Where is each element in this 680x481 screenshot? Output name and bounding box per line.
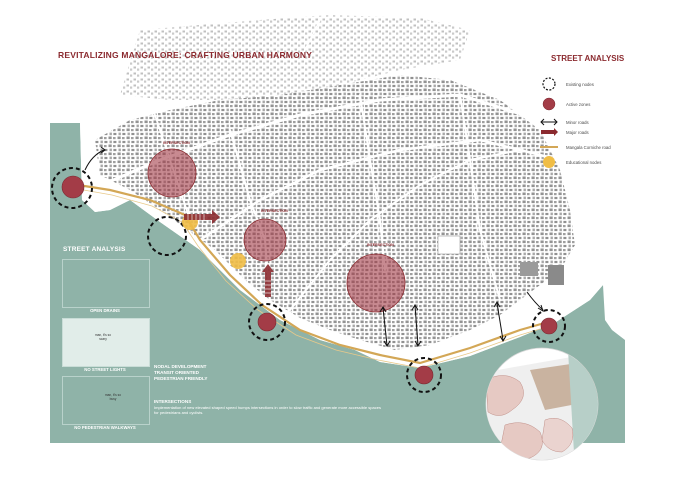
minor-road-arrows <box>84 146 544 347</box>
active-zone <box>540 317 558 335</box>
note-line: NODAL DEVELOPMENT <box>154 364 207 369</box>
legend-label-corniche: Mangala Corniche road <box>566 145 611 150</box>
existing-node <box>51 167 93 209</box>
no-walkways-label: NO PEDESTRIAN WALKWAYS <box>74 425 136 430</box>
no-walkways-thumb <box>62 376 150 425</box>
legend-title: STREET ANALYSIS <box>551 54 625 63</box>
no-street-lights-label: NO STREET LIGHTS <box>84 367 126 372</box>
active-zone <box>346 253 406 313</box>
existing-node <box>406 357 442 393</box>
zone-label: INTERSECTION <box>163 141 190 145</box>
existing-nodes <box>51 167 566 393</box>
sea <box>50 123 625 443</box>
dashed-circle-icon <box>542 77 556 91</box>
legend-label-minor-roads: Minor roads <box>566 120 589 125</box>
speech-bubble-busy: man, it's so busy <box>104 393 122 401</box>
note-line: TRANSIT ORIENTED <box>154 370 199 375</box>
active-zone <box>243 218 287 262</box>
legend-label-existing-nodes: Existing nodes <box>566 82 594 87</box>
active-zone <box>61 175 85 199</box>
zone-label: INTERSECTION <box>367 243 394 247</box>
no-street-lights-thumb <box>62 318 150 367</box>
intersections-body: Implementation of new elevated shaped sp… <box>154 405 381 416</box>
active-zone <box>257 312 277 332</box>
note-line: PEDESTRIAN FRIENDLY <box>154 376 208 381</box>
legend-label-educational: Educational nodes <box>566 160 602 165</box>
legend-label-major-roads: Major roads <box>566 130 589 135</box>
major-arrow-icon <box>541 128 558 136</box>
street-panel-title: STREET ANALYSIS <box>63 246 126 253</box>
legend-label-active-zones: Active zones <box>566 102 591 107</box>
corniche-road <box>77 183 549 365</box>
active-zones <box>61 148 558 385</box>
poster-title: REVITALIZING MANGALORE: CRAFTING URBAN H… <box>58 50 313 60</box>
zone-label: INTERSECTION <box>261 209 288 213</box>
existing-node <box>147 216 187 256</box>
open-drains-label: OPEN DRAINS <box>90 308 120 313</box>
existing-node <box>248 303 286 341</box>
speech-bubble-scary: man, it's so scary <box>94 333 112 341</box>
yellow-dot-icon <box>543 156 555 168</box>
double-arrow-icon <box>540 118 558 126</box>
active-zone <box>147 148 197 198</box>
red-circle-icon <box>542 97 556 111</box>
legend-symbols <box>540 77 558 168</box>
educational-node <box>230 253 246 269</box>
existing-node <box>532 309 566 343</box>
intersections-title: INTERSECTIONS <box>154 399 192 404</box>
open-drains-thumb <box>62 259 150 308</box>
active-zone <box>414 365 434 385</box>
development-notes: NODAL DEVELOPMENT TRANSIT ORIENTED PEDES… <box>154 364 207 382</box>
